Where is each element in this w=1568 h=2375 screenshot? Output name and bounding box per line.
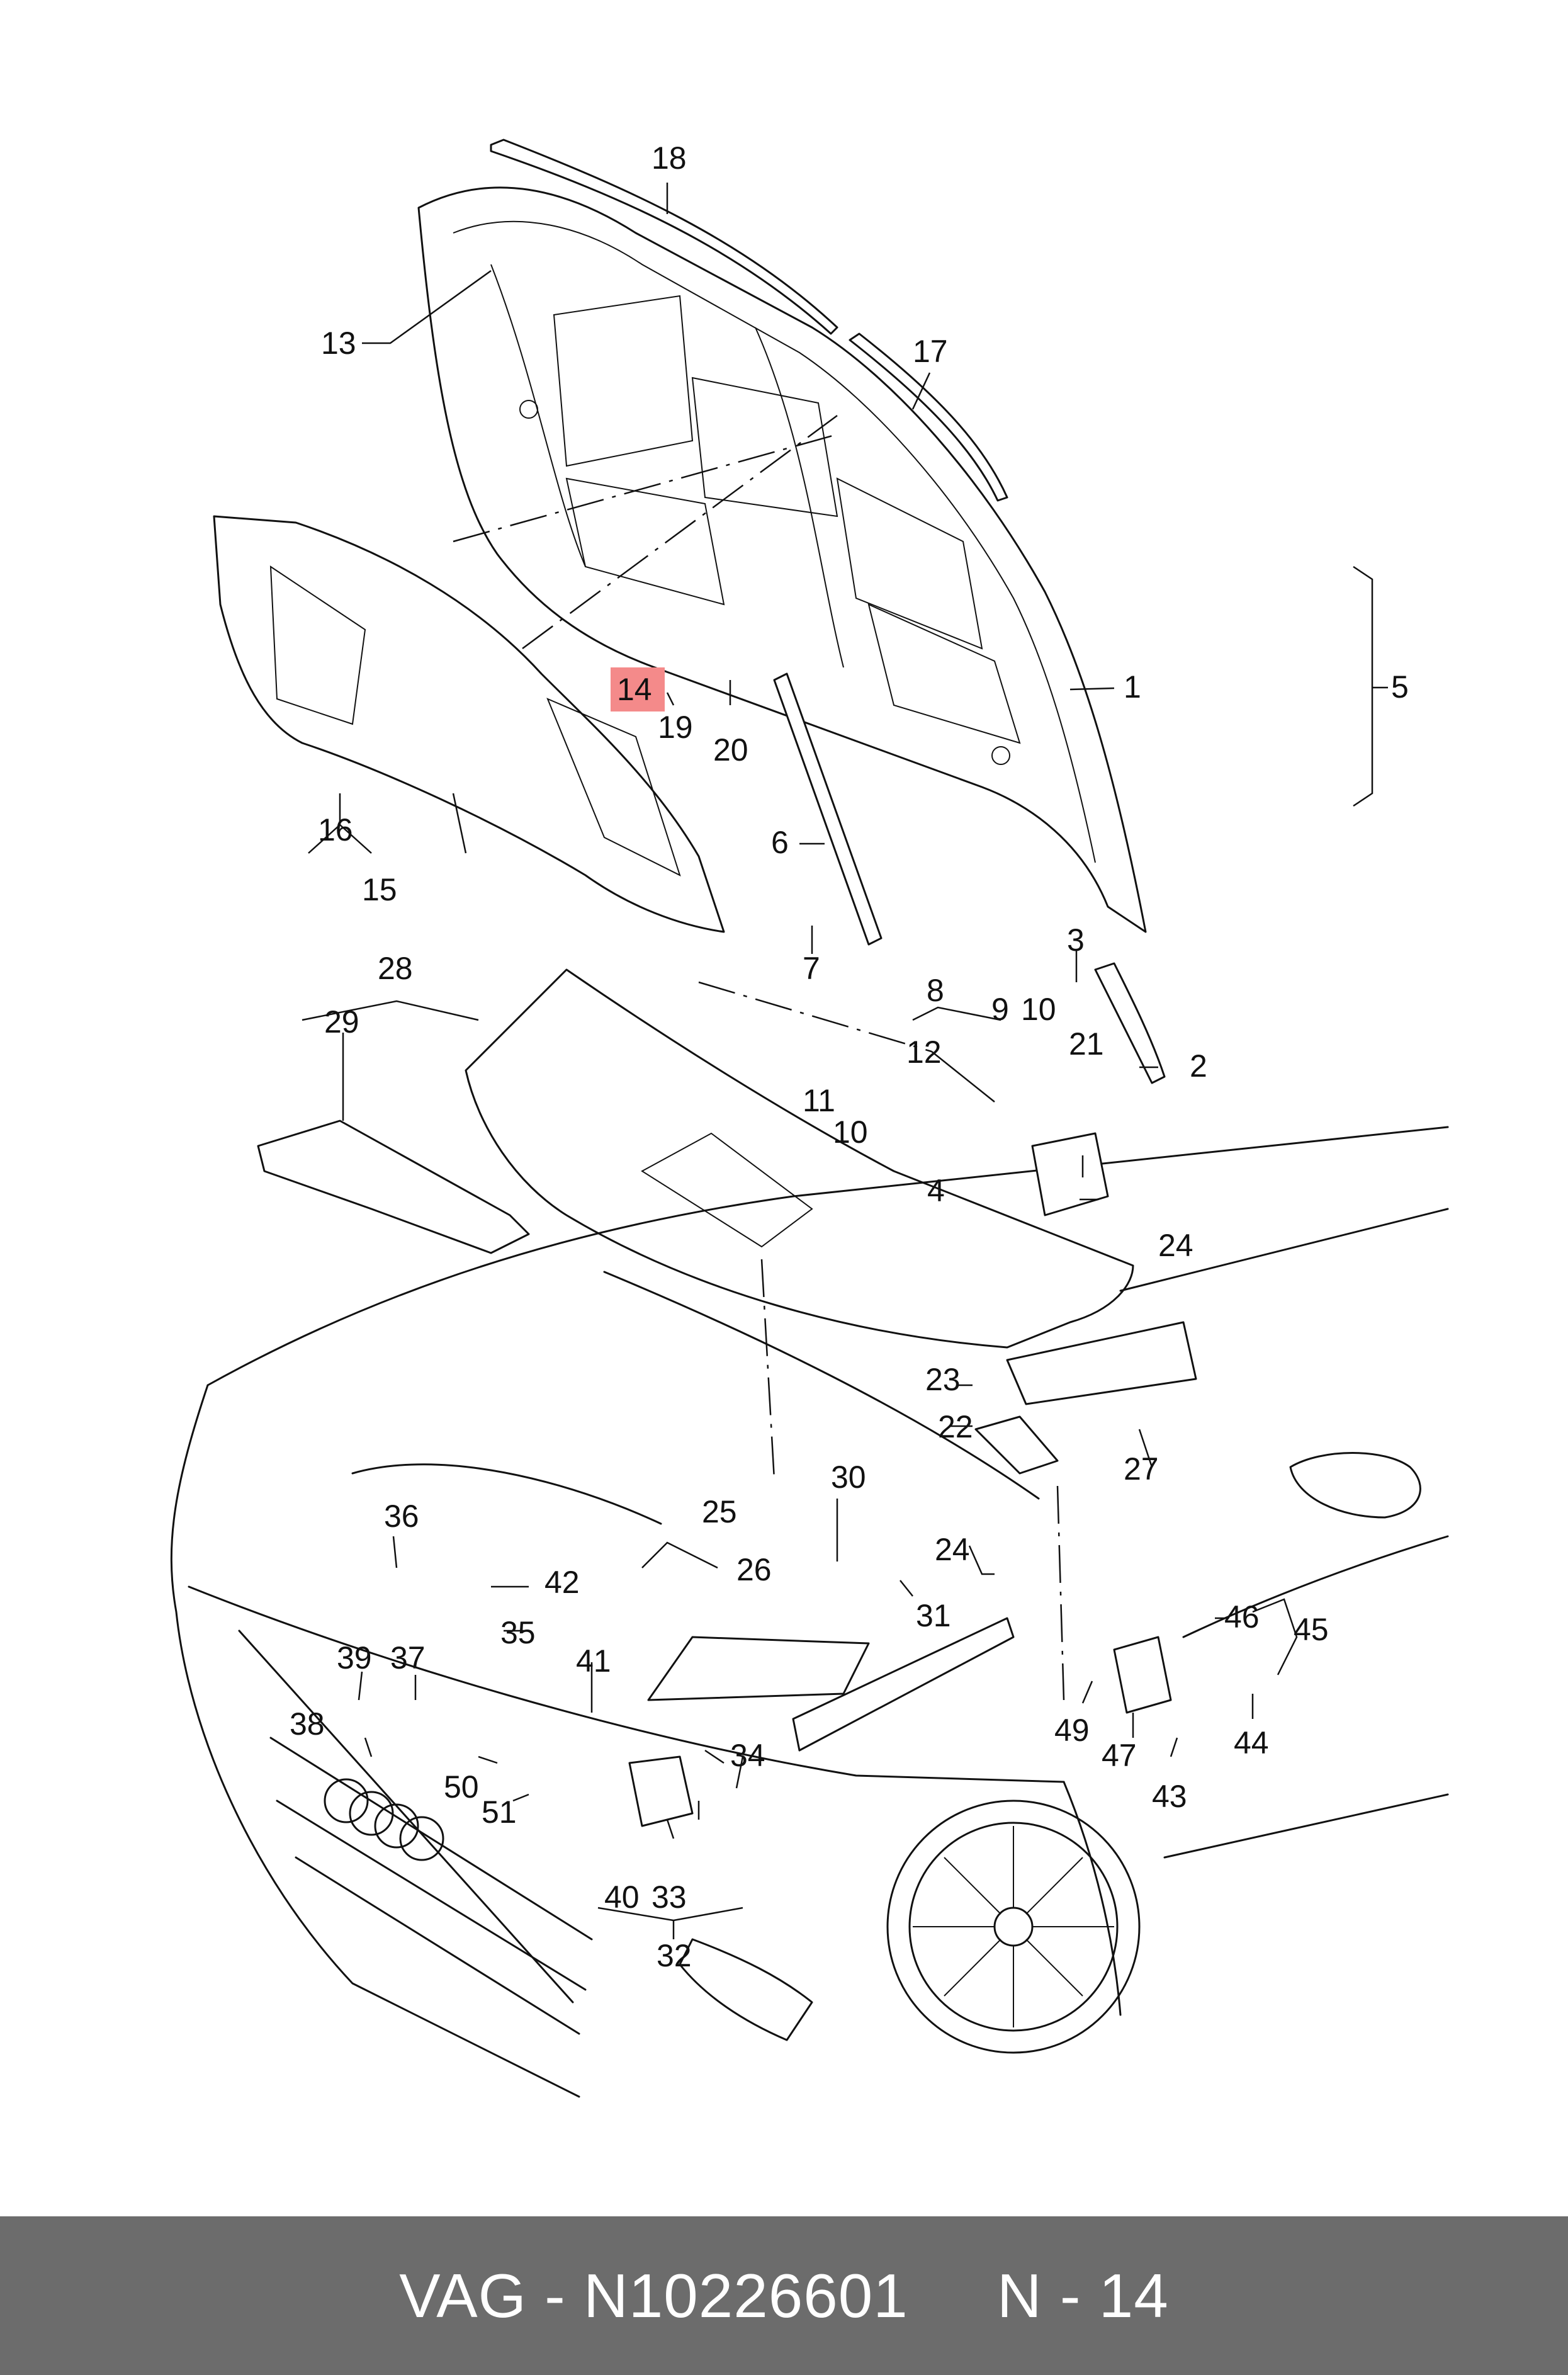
callout-20: 20 (713, 732, 748, 768)
callout-9: 9 (991, 992, 1009, 1027)
callout-39: 39 (337, 1640, 372, 1675)
gas-strut (773, 672, 883, 946)
callout-42: 42 (544, 1565, 580, 1600)
callout-15: 15 (362, 872, 397, 907)
callout-44: 44 (1234, 1725, 1269, 1760)
callout-8: 8 (927, 973, 944, 1008)
callout-24a: 24 (1158, 1228, 1193, 1263)
callout-41: 41 (576, 1643, 611, 1679)
callout-26: 26 (736, 1552, 772, 1587)
callout-2: 2 (1190, 1048, 1207, 1084)
callout-36: 36 (384, 1499, 419, 1534)
callout-19: 19 (658, 710, 693, 745)
parts-diagram: 1 2 3 4 5 6 7 8 9 10 10 11 12 13 14 15 1… (170, 139, 1449, 2098)
callout-labels: 1 2 3 4 5 6 7 8 9 10 10 11 12 13 14 15 1… (290, 140, 1409, 1973)
callout-31: 31 (916, 1598, 951, 1633)
callout-11: 11 (803, 1083, 835, 1118)
callout-7: 7 (803, 951, 820, 986)
cowl-mat (257, 1119, 530, 1254)
callout-21: 21 (1069, 1026, 1104, 1062)
callout-24b: 24 (935, 1532, 970, 1567)
callout-17: 17 (913, 334, 948, 369)
callout-32: 32 (657, 1938, 692, 1973)
callout-23: 23 (925, 1362, 961, 1397)
callout-50: 50 (444, 1769, 479, 1805)
callout-10b: 10 (833, 1114, 868, 1150)
callout-35: 35 (500, 1615, 536, 1650)
callout-4: 4 (927, 1173, 945, 1208)
callout-43: 43 (1152, 1779, 1187, 1814)
hood-seal-front-strip (490, 139, 838, 335)
callout-5: 5 (1391, 669, 1409, 705)
callout-18: 18 (651, 140, 687, 176)
callout-25: 25 (702, 1494, 737, 1529)
latch (628, 1755, 694, 1827)
callout-40: 40 (604, 1879, 640, 1915)
callout-10a: 10 (1021, 992, 1056, 1027)
callout-3: 3 (1067, 922, 1085, 958)
callout-22: 22 (938, 1409, 973, 1444)
callout-33: 33 (651, 1879, 687, 1915)
insulation-mat (213, 515, 725, 933)
callout-47: 47 (1102, 1738, 1137, 1773)
callout-37: 37 (390, 1640, 426, 1675)
cover-23 (1006, 1321, 1197, 1405)
footer-bar: VAG - N10226601 N - 14 (0, 2216, 1568, 2375)
callout-6: 6 (771, 825, 789, 860)
plenum-panel (465, 968, 1134, 1349)
callout-46: 46 (1224, 1599, 1260, 1635)
callout-28: 28 (378, 951, 413, 986)
callout-51: 51 (482, 1794, 517, 1830)
leader-lines (302, 183, 1388, 1939)
callout-13: 13 (321, 326, 356, 361)
hood-hinge (1094, 962, 1166, 1084)
highlight-box (611, 667, 665, 711)
callout-45: 45 (1294, 1612, 1329, 1647)
hood-panel (417, 186, 1147, 933)
callout-29: 29 (324, 1004, 359, 1040)
callout-14: 14 (617, 672, 652, 707)
bracket-22 (974, 1415, 1059, 1475)
callout-38: 38 (290, 1706, 325, 1742)
callout-34: 34 (730, 1738, 765, 1773)
callout-16: 16 (318, 812, 353, 847)
callout-1: 1 (1124, 669, 1141, 705)
part-number-caption: VAG - N10226601 N - 14 (399, 2260, 1169, 2330)
callout-27: 27 (1124, 1451, 1159, 1487)
bracket-25 (647, 1636, 870, 1701)
hood-seal-side-strip (849, 332, 1008, 502)
callout-12: 12 (906, 1034, 942, 1070)
lock-bracket (1113, 1636, 1172, 1714)
hinge-bracket (1031, 1132, 1109, 1216)
seal-strip-31 (792, 1617, 1015, 1752)
callout-30: 30 (831, 1460, 866, 1495)
callout-49: 49 (1054, 1713, 1090, 1748)
